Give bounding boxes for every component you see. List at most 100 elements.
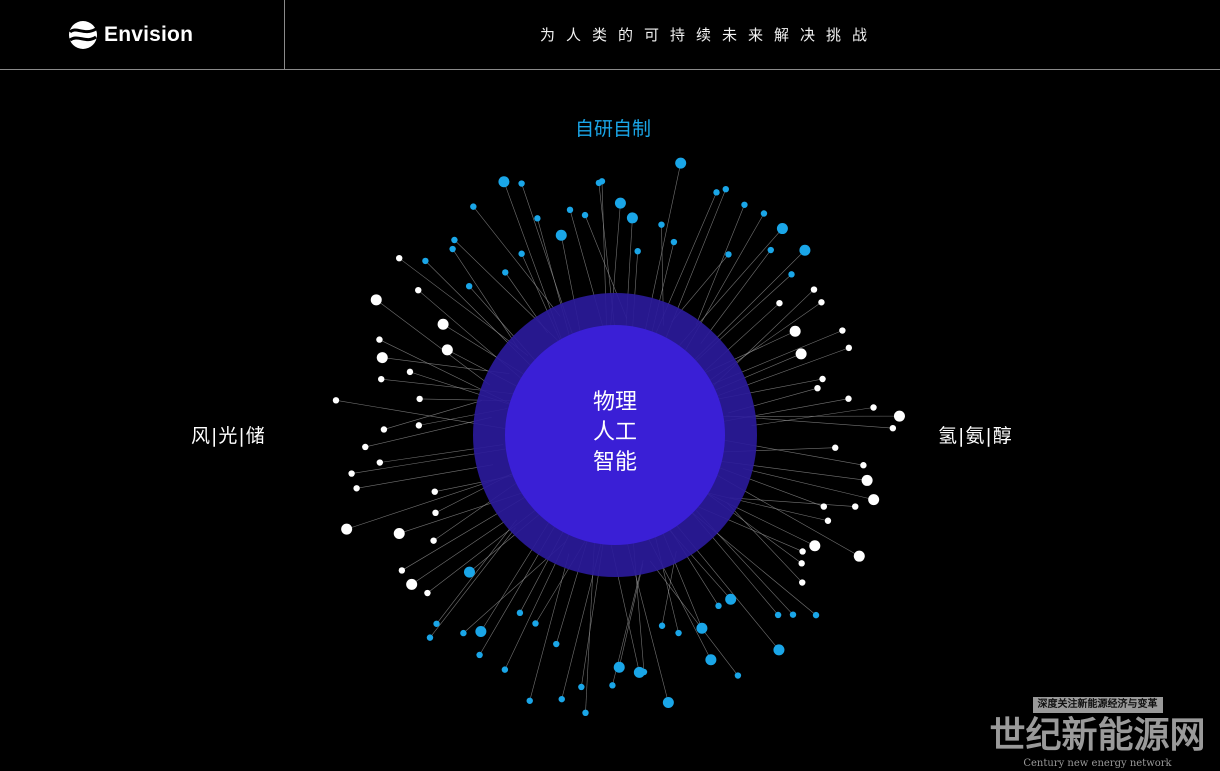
connector-line bbox=[473, 206, 561, 317]
node-dot bbox=[460, 629, 467, 637]
node-dot bbox=[380, 426, 388, 433]
node-dot bbox=[819, 375, 826, 383]
node-dot bbox=[609, 682, 616, 689]
node-dot bbox=[798, 560, 805, 567]
node-dot bbox=[633, 666, 645, 678]
node-dot bbox=[422, 257, 429, 265]
node-dot bbox=[430, 537, 437, 544]
center-line-3: 智能 bbox=[592, 450, 637, 475]
header-divider bbox=[284, 0, 285, 69]
left-label: 风|光|储 bbox=[191, 425, 266, 447]
node-dot bbox=[566, 206, 574, 214]
node-dot bbox=[476, 651, 483, 659]
node-dot bbox=[734, 672, 742, 679]
node-dot bbox=[658, 622, 666, 629]
node-dot bbox=[415, 422, 423, 429]
node-dot bbox=[416, 395, 423, 403]
brand-name: Envision bbox=[104, 23, 194, 46]
connector-line bbox=[452, 248, 519, 348]
node-dot bbox=[670, 238, 678, 246]
node-dot bbox=[470, 203, 477, 210]
node-dot bbox=[465, 282, 473, 290]
node-dot bbox=[501, 666, 509, 673]
node-dot bbox=[362, 443, 369, 451]
connector-line bbox=[618, 563, 644, 668]
node-dot bbox=[741, 201, 748, 208]
center-line-2: 人工 bbox=[592, 420, 637, 445]
watermark: 深度关注新能源经济与变革 世纪新能源网 Century new energy n… bbox=[975, 692, 1220, 770]
connector-line bbox=[729, 497, 856, 507]
node-dot bbox=[393, 527, 405, 539]
connector-line bbox=[356, 464, 494, 489]
node-dot bbox=[378, 375, 385, 383]
node-dot bbox=[406, 578, 418, 590]
node-dot bbox=[767, 246, 774, 254]
node-dot bbox=[553, 640, 560, 648]
node-dot bbox=[870, 404, 877, 411]
node-dot bbox=[860, 462, 867, 469]
node-dot bbox=[614, 197, 626, 209]
connector-line bbox=[695, 204, 745, 325]
node-dot bbox=[376, 352, 388, 364]
node-dot bbox=[820, 503, 828, 510]
envision-swirl-icon bbox=[68, 21, 97, 49]
connector-line bbox=[399, 257, 529, 356]
node-dot bbox=[558, 695, 565, 703]
connector-line bbox=[436, 519, 517, 624]
node-dot bbox=[613, 661, 625, 673]
node-dot bbox=[463, 566, 475, 578]
node-dot bbox=[353, 485, 360, 492]
node-dot bbox=[725, 593, 737, 605]
connector-line bbox=[411, 520, 506, 585]
node-dot bbox=[799, 579, 806, 586]
node-dot bbox=[526, 697, 533, 704]
node-dot bbox=[598, 178, 606, 185]
connector-line bbox=[700, 249, 772, 344]
node-dot bbox=[449, 245, 456, 253]
node-dot bbox=[502, 269, 509, 276]
envision-logo[interactable]: Envision bbox=[68, 20, 193, 50]
node-dot bbox=[341, 523, 353, 535]
node-dot bbox=[370, 294, 382, 306]
node-dot bbox=[810, 286, 818, 293]
node-dot bbox=[475, 626, 487, 638]
node-dot bbox=[696, 622, 708, 634]
node-dot bbox=[789, 611, 797, 618]
node-dot bbox=[376, 336, 383, 343]
node-dot bbox=[713, 189, 720, 196]
node-dot bbox=[893, 410, 905, 422]
node-dot bbox=[634, 247, 641, 255]
node-dot bbox=[432, 509, 439, 517]
node-dot bbox=[415, 287, 422, 294]
connector-line bbox=[726, 502, 803, 583]
core-circle bbox=[505, 325, 725, 545]
node-dot bbox=[795, 348, 807, 360]
slogan: 为人类的可持续未来解决挑战 bbox=[540, 26, 879, 44]
node-dot bbox=[516, 609, 524, 617]
watermark-english: Century new energy network bbox=[1023, 758, 1172, 769]
header: Envision 为人类的可持续未来解决挑战 bbox=[0, 0, 1220, 70]
node-dot bbox=[725, 251, 732, 258]
node-dot bbox=[715, 602, 722, 610]
node-dot bbox=[555, 229, 567, 241]
node-dot bbox=[832, 444, 839, 451]
node-dot bbox=[868, 494, 880, 506]
node-dot bbox=[675, 157, 687, 169]
node-dot bbox=[431, 488, 438, 495]
connector-line bbox=[383, 400, 482, 430]
node-dot bbox=[532, 620, 539, 627]
watermark-tagline: 深度关注新能源经济与变革 bbox=[1032, 697, 1163, 713]
node-dot bbox=[396, 254, 403, 262]
node-dot bbox=[824, 517, 832, 524]
node-dot bbox=[582, 709, 589, 717]
node-dot bbox=[799, 548, 806, 555]
node-dot bbox=[332, 397, 340, 404]
node-dot bbox=[853, 550, 865, 562]
node-dot bbox=[437, 318, 449, 330]
connector-line bbox=[429, 527, 516, 638]
node-dot bbox=[441, 344, 453, 356]
node-dot bbox=[788, 271, 795, 278]
node-dot bbox=[839, 327, 846, 334]
right-label: 氢|氨|醇 bbox=[938, 425, 1013, 447]
